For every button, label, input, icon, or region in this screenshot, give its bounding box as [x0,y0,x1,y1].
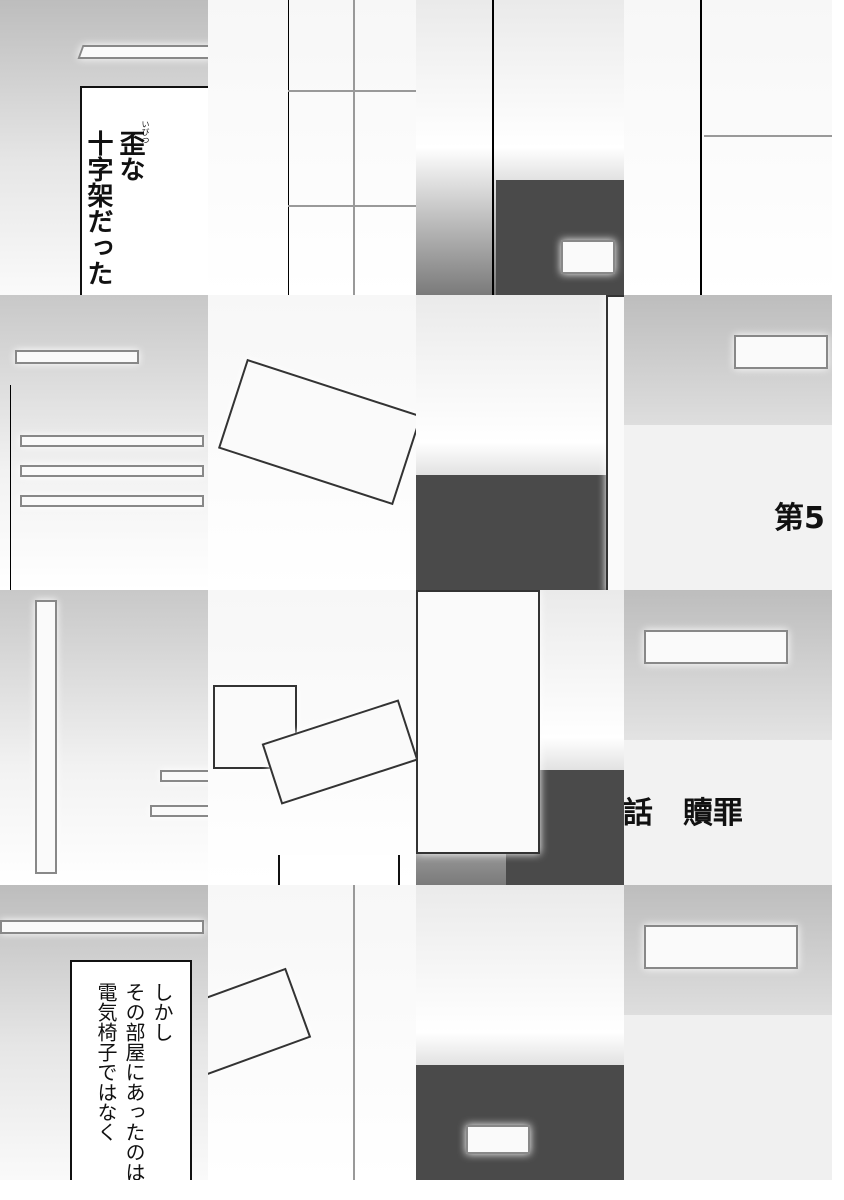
tile-cross-base[interactable] [416,590,624,885]
tile-caption-bottom[interactable]: しかし その部屋にあったのは 電気椅子ではなく [0,885,208,1180]
tile-ceiling-light[interactable] [624,885,832,1180]
caption-line: 電気椅子ではなく [94,982,118,1142]
chapter-title-fragment: 5話 贖罪 [624,796,743,831]
tile-wall[interactable] [624,0,832,295]
tile-ceiling-column[interactable] [0,590,208,885]
ruby-text: いびつ [141,120,150,144]
tile-ceiling-slats[interactable] [0,295,208,590]
tile-floor[interactable] [416,0,624,295]
caption-line: その部屋にあったのは [122,982,146,1180]
tile-cross-center[interactable] [416,295,624,590]
tile-ceiling[interactable]: いびつ 歪な 十字架だった [0,0,208,295]
caption-line: 十字架だった [83,130,113,286]
chapter-title-fragment: 第5 [774,501,825,536]
caption-line: しかし [150,982,174,1042]
ceiling-light [77,45,208,59]
tile-window[interactable] [208,0,416,295]
caption-line: 歪な [115,130,145,182]
tile-cross-left[interactable] [208,295,416,590]
caption-box: いびつ 歪な 十字架だった [80,86,208,295]
tile-cross-arm[interactable] [208,885,416,1180]
tile-cross-joint[interactable] [208,590,416,885]
tile-floor-lights[interactable] [416,885,624,1180]
tile-title-top[interactable]: 第5 [624,295,832,590]
tile-title-bottom[interactable]: 5話 贖罪 [624,590,832,885]
caption-box: しかし その部屋にあったのは 電気椅子ではなく [70,960,192,1180]
